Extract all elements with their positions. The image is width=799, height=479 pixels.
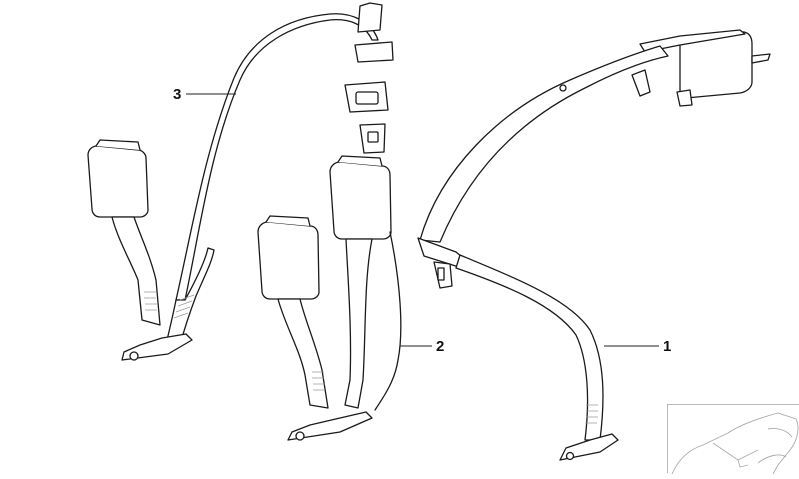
- callout-3[interactable]: 3: [173, 86, 182, 103]
- callout-2[interactable]: 2: [436, 338, 445, 355]
- vehicle-location-thumbnail: [667, 404, 799, 475]
- part-2-belt[interactable]: [257, 155, 402, 441]
- part-3-belt[interactable]: [87, 2, 394, 361]
- part-1-belt[interactable]: [417, 29, 771, 461]
- car-outline-icon: [671, 412, 799, 475]
- callout-1[interactable]: 1: [663, 338, 672, 355]
